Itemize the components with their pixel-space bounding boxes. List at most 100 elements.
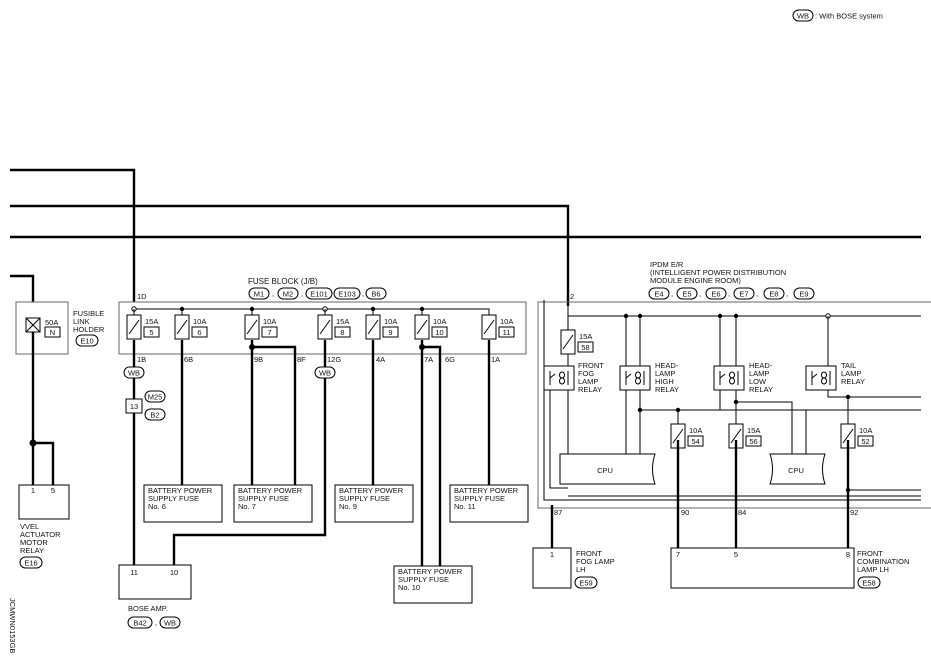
fuse-amp: 10A	[263, 317, 276, 326]
fusible-link-connector: E10	[80, 337, 93, 346]
fuse-number: 7	[267, 328, 271, 337]
ipdm-title-2: (INTELLIGENT POWER DISTRIBUTION	[650, 268, 786, 277]
feeder-wires	[10, 168, 921, 306]
splice-dot	[419, 344, 425, 350]
svg-text:FOG LAMP: FOG LAMP	[576, 557, 615, 566]
fuse-block-output: 1A	[491, 355, 500, 364]
legend: WB : With BOSE system	[792, 9, 883, 22]
fusible-link-amp: 50A	[45, 318, 58, 327]
fuse-number: 54	[691, 437, 699, 446]
ipdm-cpu-1	[559, 453, 656, 485]
fuse-number: 8	[340, 328, 344, 337]
fuse-amp: 10A	[500, 317, 513, 326]
inline-connector: 13 M25 B2	[125, 390, 166, 421]
svg-text:SUPPLY FUSE: SUPPLY FUSE	[339, 494, 390, 503]
fuse-block-output: 6B	[184, 355, 193, 364]
vvel-pin-1: 1	[31, 486, 35, 495]
splice-dot	[249, 344, 255, 350]
svg-text:No. 7: No. 7	[238, 502, 256, 511]
svg-text:SUPPLY FUSE: SUPPLY FUSE	[238, 494, 289, 503]
fuse-amp: 10A	[433, 317, 446, 326]
svg-text:No. 11: No. 11	[454, 502, 476, 511]
fuse-number: 5	[149, 328, 153, 337]
inline-connector-id: M25	[148, 393, 163, 402]
fuse-block-connector: E103	[338, 290, 356, 299]
fuse-number: 9	[388, 328, 392, 337]
ipdm-relays: FRONTFOGLAMPRELAYHEAD-LAMPHIGHRELAYHEAD-…	[543, 361, 865, 394]
relay-box	[619, 365, 651, 391]
vvel-actuator-motor-relay: 1 5 VVEL ACTUATOR MOTOR RELAY E16	[18, 484, 70, 569]
fuse-block: FUSE BLOCK (J/B) M1 , M2 , E101 , E103 ,…	[118, 277, 527, 364]
ipdm-er: IPDM E/R (INTELLIGENT POWER DISTRIBUTION…	[537, 260, 931, 517]
fuse-amp: 10A	[859, 426, 872, 435]
bose-amp: 11 10 BOSE AMP. B42 , WB	[118, 564, 192, 629]
svg-text:No. 10: No. 10	[398, 583, 420, 592]
fuse-block-title: FUSE BLOCK (J/B)	[248, 277, 318, 286]
svg-text:E6: E6	[711, 290, 720, 299]
relay-label: LAMP	[655, 369, 675, 378]
fusible-link-letter: N	[50, 328, 55, 337]
ipdm-title-3: MODULE ENGINE ROOM)	[650, 276, 741, 285]
svg-text:LH: LH	[576, 565, 586, 574]
svg-text:LAMP LH: LAMP LH	[857, 565, 889, 574]
svg-text:BATTERY POWER: BATTERY POWER	[454, 486, 519, 495]
fuse-amp: 10A	[193, 317, 206, 326]
ipdm-box	[537, 301, 931, 509]
relay-label: LAMP	[841, 369, 861, 378]
fuse-number: 10	[435, 328, 443, 337]
vvel-label-3: MOTOR	[20, 538, 48, 547]
fuse-block-input-terminal: 1D	[137, 292, 147, 301]
svg-text:SUPPLY FUSE: SUPPLY FUSE	[398, 575, 449, 584]
vvel-label-4: RELAY	[20, 546, 44, 555]
svg-text:SUPPLY FUSE: SUPPLY FUSE	[454, 494, 505, 503]
ipdm-output: 92	[850, 508, 858, 517]
cpu-label: CPU	[788, 466, 804, 475]
bose-pin-11: 11	[130, 568, 138, 577]
svg-text:BATTERY POWER: BATTERY POWER	[398, 567, 463, 576]
relay-label: RELAY	[578, 385, 602, 394]
feeder-wire-2	[10, 204, 570, 306]
splice-dot	[29, 439, 37, 447]
inline-connector-id: B2	[150, 411, 159, 420]
fuse-number: 56	[749, 437, 757, 446]
svg-text:,: ,	[301, 289, 303, 298]
svg-text:,: ,	[699, 289, 701, 298]
relay-label: HEAD-	[655, 361, 679, 370]
fuse-amp: 15A	[579, 332, 592, 341]
svg-text:FRONT: FRONT	[857, 549, 883, 558]
fuse-amp: 10A	[689, 426, 702, 435]
cpu-label: CPU	[597, 466, 613, 475]
fuse-block-output: 1B	[137, 355, 146, 364]
legend-wb-tag	[792, 9, 814, 22]
relay-label: LAMP	[578, 377, 598, 386]
relay-label: FOG	[578, 369, 594, 378]
relay-label: LOW	[749, 377, 767, 386]
front-combination-lamp-lh: 7 5 8 FRONT COMBINATION LAMP LH E58	[670, 547, 909, 589]
fuse-block-output: 7A	[424, 355, 433, 364]
fusible-link-input-wire	[10, 274, 35, 302]
fuse-block-output: 6G	[445, 355, 455, 364]
svg-text:E9: E9	[799, 290, 808, 299]
svg-text:E7: E7	[739, 290, 748, 299]
fog-lamp-connector: E59	[579, 579, 592, 588]
relay-label: RELAY	[749, 385, 773, 394]
battery-fuse-box-11	[449, 484, 529, 523]
svg-text:SUPPLY FUSE: SUPPLY FUSE	[148, 494, 199, 503]
relay-box	[805, 365, 837, 391]
figure-id: JCMWN0153GB	[8, 598, 17, 653]
fuse-block-output: 8F	[297, 355, 306, 364]
svg-text:No. 9: No. 9	[339, 502, 357, 511]
ipdm-cpu-2	[769, 453, 826, 485]
fuse-block-connectors: M1 , M2 , E101 , E103 , B6	[248, 287, 387, 300]
relay-box	[543, 365, 575, 391]
fusible-link-label-2: LINK	[73, 317, 90, 326]
fuse-amp: 15A	[145, 317, 158, 326]
ipdm-output: 87	[554, 508, 562, 517]
fusible-link-label-3: HOLDER	[73, 325, 105, 334]
wb-tags: WB WB	[123, 366, 336, 379]
svg-text:E4: E4	[654, 290, 663, 299]
vvel-label-1: VVEL	[20, 522, 39, 531]
